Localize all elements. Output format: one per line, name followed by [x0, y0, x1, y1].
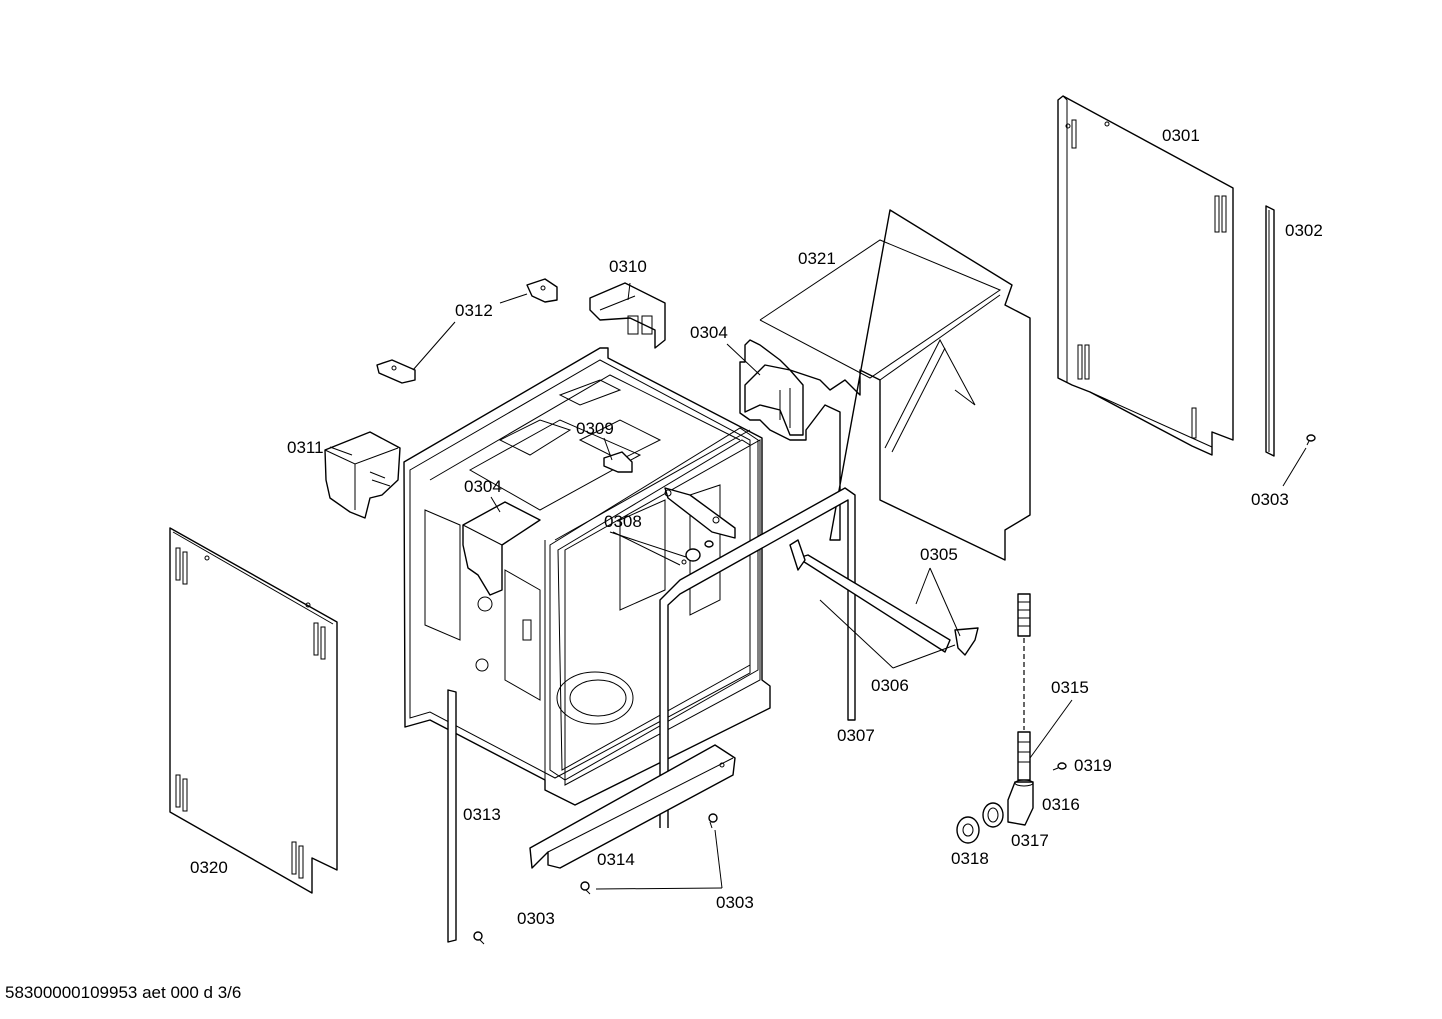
part-0303-screws-bottom	[473, 813, 718, 945]
part-0311-side-bracket	[324, 431, 401, 519]
part-0314-bottom-rail	[529, 744, 736, 869]
document-footer-id: 58300000109953 aet 000 d 3/6	[5, 983, 242, 1002]
callout-0320: 0320	[190, 858, 228, 877]
part-0318-cap	[956, 816, 980, 844]
callout-0303-right: 0303	[1251, 490, 1289, 509]
callout-0304-upper: 0304	[690, 323, 728, 342]
part-0313-seal-strip	[447, 689, 457, 943]
callout-0318: 0318	[951, 849, 989, 868]
part-0312-mounting-plate	[376, 278, 558, 384]
callout-0304-lower: 0304	[464, 477, 502, 496]
part-0307-door-seal	[659, 487, 856, 828]
part-0304-bracket-lower	[462, 501, 541, 596]
callout-0307: 0307	[837, 726, 875, 745]
callout-0303-bottom-center: 0303	[716, 893, 754, 912]
callout-0311: 0311	[287, 438, 324, 457]
callout-0302: 0302	[1285, 221, 1323, 240]
part-0304-bracket-upper	[744, 364, 804, 436]
callout-0312: 0312	[455, 301, 493, 320]
part-0317-nut	[982, 802, 1004, 828]
callout-0313: 0313	[463, 805, 501, 824]
part-0320-side-panel	[169, 527, 338, 894]
callout-0321: 0321	[798, 249, 836, 268]
part-0315-drain-hose	[1017, 593, 1031, 781]
leader-lines	[329, 282, 1307, 890]
part-0303-screw-right	[1306, 434, 1316, 446]
callout-0301: 0301	[1162, 126, 1200, 145]
callout-0305: 0305	[920, 545, 958, 564]
callout-0317: 0317	[1011, 831, 1049, 850]
callout-0310: 0310	[609, 257, 647, 276]
callout-0319: 0319	[1074, 756, 1112, 775]
callout-0306: 0306	[871, 676, 909, 695]
callout-0309: 0309	[576, 419, 614, 438]
part-0308-hinge-set	[664, 487, 736, 565]
callout-0314: 0314	[597, 850, 635, 869]
part-0302-trim-strip	[1265, 205, 1275, 457]
part-0319-screw	[1052, 762, 1067, 771]
part-0301-side-panel	[1057, 95, 1234, 456]
part-0305-rail	[789, 539, 979, 656]
part-0321-rear-cover	[739, 209, 1031, 561]
callout-0316: 0316	[1042, 795, 1080, 814]
callout-0315: 0315	[1051, 678, 1089, 697]
callout-0308: 0308	[604, 512, 642, 531]
callout-0303-bottom-left: 0303	[517, 909, 555, 928]
part-0316-elbow	[1007, 779, 1034, 826]
part-dishwasher-tub	[403, 347, 771, 806]
part-0310-clip	[589, 282, 666, 349]
